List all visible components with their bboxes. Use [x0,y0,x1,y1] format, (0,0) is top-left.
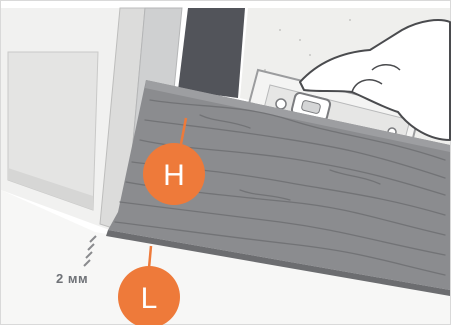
lower-marker-label: L [141,282,158,315]
upper-marker-label: H [163,159,185,192]
door-slot [178,8,245,98]
gap-measurement-label: 2 мм [56,271,88,286]
upper-edge-marker: H [143,143,205,205]
